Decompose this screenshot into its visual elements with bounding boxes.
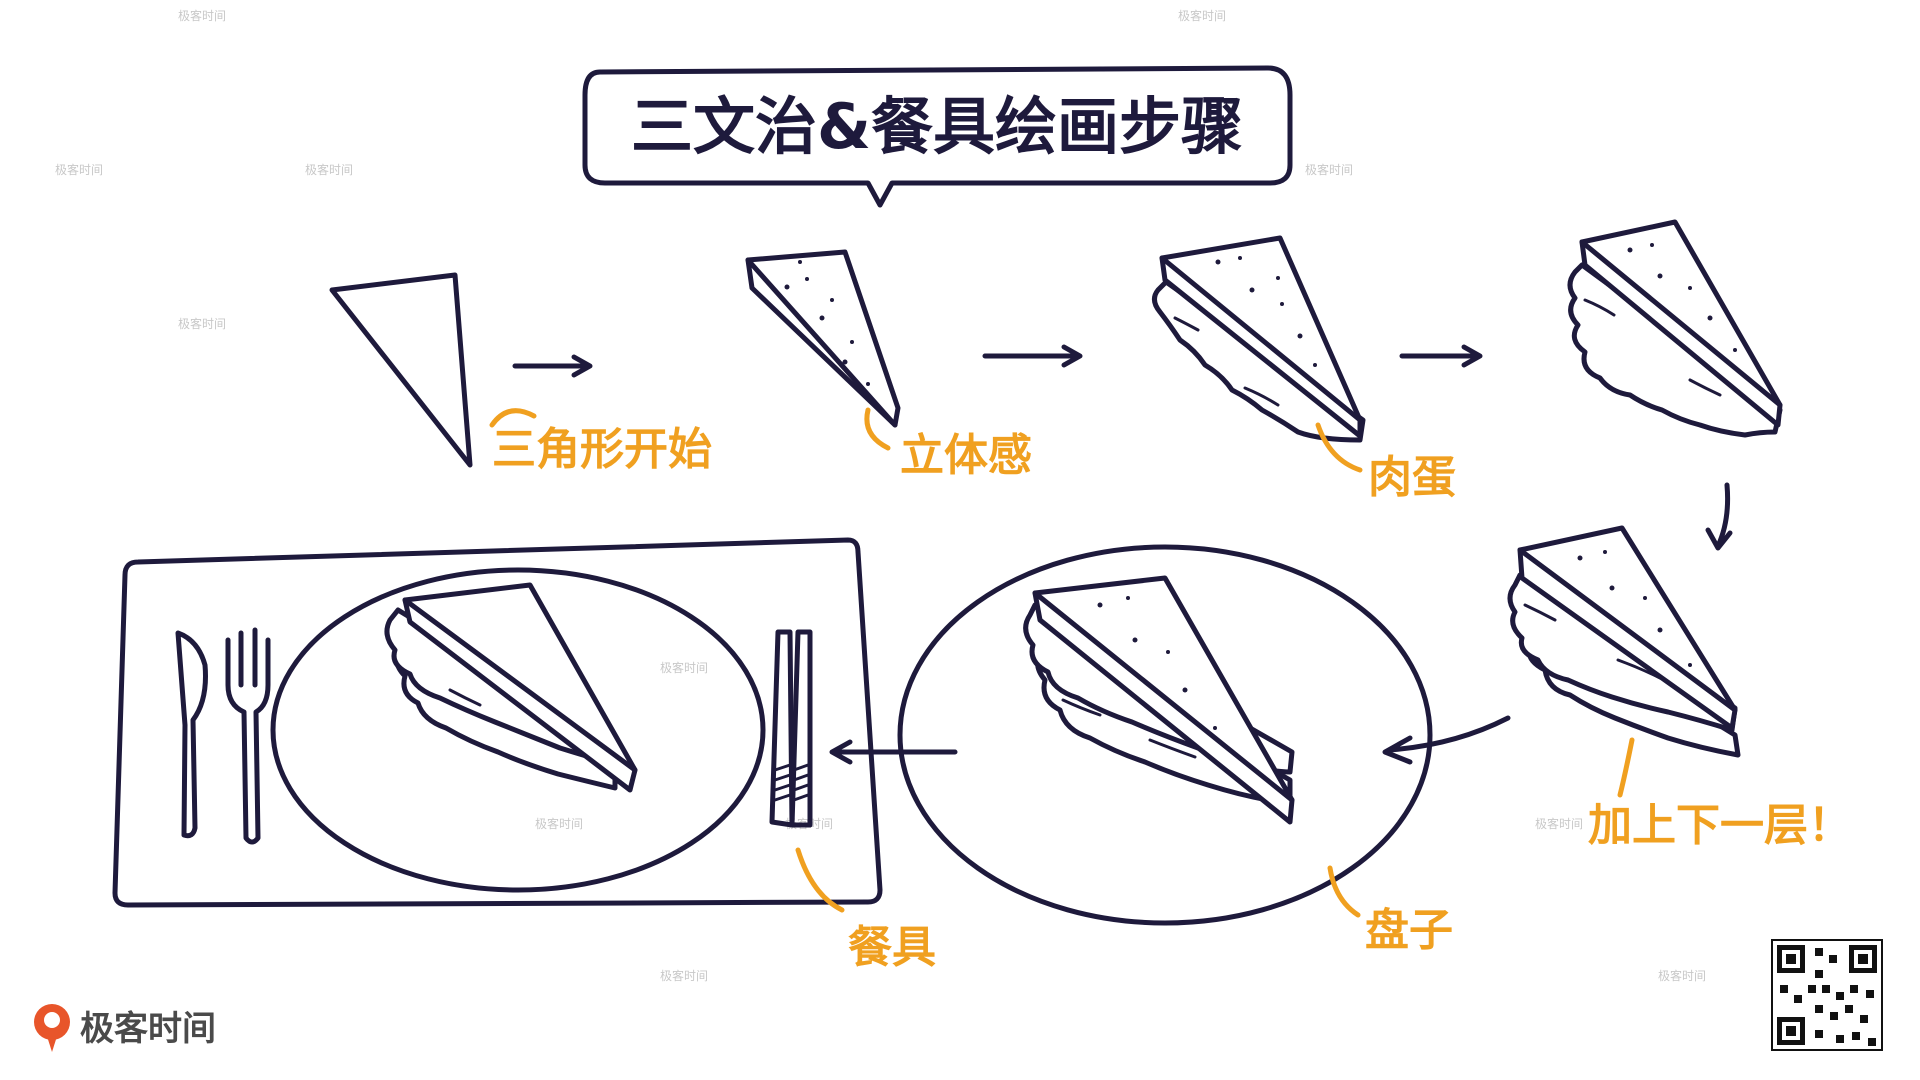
qr-code: [1771, 939, 1883, 1051]
step-1-label: 三角形开始: [492, 424, 712, 475]
leader-step-5: [1617, 737, 1635, 798]
knife-icon: [175, 630, 208, 839]
step-4-sandwich-sketch: [1567, 219, 1783, 438]
diagram-title: 三文治&餐具绘画步骤: [631, 90, 1243, 163]
plate: [270, 567, 766, 893]
leader-step-6: [1327, 865, 1361, 918]
arrow-step-5-to-6: [1382, 715, 1511, 765]
step-7-placemat-sketch: [112, 537, 883, 908]
step-3-label: 肉蛋: [1368, 452, 1456, 503]
step-6-plate-sketch: [897, 544, 1433, 926]
arrow-step-6-to-7: [829, 739, 958, 765]
step-2-label: 立体感: [900, 430, 1032, 481]
step-4-label: 加上下一层！: [1588, 800, 1852, 851]
watermark-text: 极客时间: [660, 968, 708, 983]
leader-step-2: [864, 407, 891, 451]
title-bubble: 三文治&餐具绘画步骤: [582, 65, 1293, 208]
leader-step-7: [795, 847, 845, 913]
leader-step-3: [1315, 422, 1363, 473]
watermark-text: 极客时间: [55, 162, 103, 177]
watermark-text: 极客时间: [1305, 162, 1353, 177]
watermark-text: 极客时间: [178, 8, 226, 23]
placemat: [112, 537, 883, 908]
arrow-step-2-to-3: [982, 344, 1083, 368]
watermark-text: 极客时间: [1535, 816, 1583, 831]
plate: [897, 544, 1433, 926]
brand-logo: 极客时间: [34, 1004, 216, 1052]
arrow-step-3-to-4: [1399, 344, 1483, 368]
logo-text: 极客时间: [80, 1009, 216, 1049]
watermark-text: 极客时间: [1658, 968, 1706, 983]
leader-step-1: [489, 408, 537, 428]
step-1-triangle-sketch: [329, 272, 473, 468]
step-5-label: 盘子: [1365, 905, 1453, 956]
watermark-text: 极客时间: [305, 162, 353, 177]
watermark-text: 极客时间: [1178, 8, 1226, 23]
step-6-label: 餐具: [848, 922, 936, 973]
arrow-step-4-to-5: [1705, 482, 1733, 551]
step-3-sandwich-sketch: [1152, 235, 1366, 443]
watermark-text: 极客时间: [178, 316, 226, 331]
step-5-sandwich-sketch: [1507, 525, 1741, 758]
step-2-triangle-sketch: [745, 249, 901, 428]
arrow-step-1-to-2: [512, 354, 593, 378]
watermark-text: 极客时间: [535, 816, 583, 831]
chopsticks-icon: [769, 629, 813, 828]
fork-icon: [225, 627, 271, 845]
watermark-text: 极客时间: [660, 660, 708, 675]
